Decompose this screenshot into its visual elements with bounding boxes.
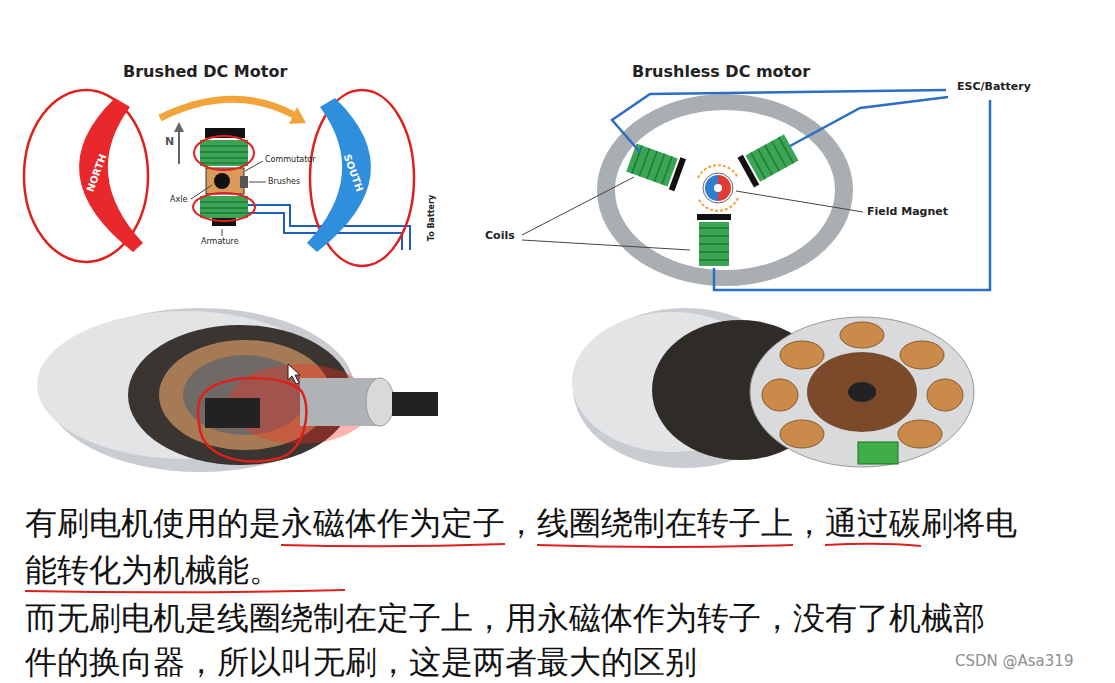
copper-coil [840, 322, 884, 348]
part-label: Armature [201, 237, 239, 247]
copper-coil [927, 379, 963, 411]
magnet-hub [714, 184, 722, 192]
copper-coil [898, 420, 942, 448]
carbon-brush [392, 392, 438, 416]
red-underline [25, 590, 345, 592]
pole-shoe [738, 155, 760, 188]
red-annotation [194, 136, 254, 170]
magnet-node: NORTH [55, 95, 145, 255]
rotation-arrowhead [289, 107, 306, 124]
leader-line [222, 229, 223, 236]
direction-label: N [165, 135, 174, 148]
part-label: ESC/Battery [957, 80, 1031, 93]
magnet-node: SOUTH [305, 95, 395, 255]
hall-connector [858, 442, 898, 464]
part-label: Field Magnet [867, 205, 948, 218]
body-paragraph: 有刷电机使用的是永磁体作为定子，线圈绕制在转子上，通过碳刷将电能转化为机械能。 [25, 500, 1025, 594]
body-paragraph: 而无刷电机是线圈绕制在定子上，用永磁体作为转子，没有了机械部件的换向器，所以叫无… [25, 596, 1005, 683]
panel-heading: Brushed DC Motor [123, 62, 287, 81]
copper-coil [762, 379, 798, 411]
mouse-cursor [288, 364, 300, 384]
stator-ring [597, 94, 853, 286]
coil-windings [699, 228, 729, 260]
copper-coil [780, 341, 824, 369]
north-arrowhead [174, 122, 184, 132]
rotation-arc [698, 165, 738, 178]
commutator-cap [366, 378, 394, 426]
shaft-hole [848, 382, 876, 402]
north-arrow [178, 130, 180, 164]
carbon-brush [205, 398, 260, 428]
leader-line [522, 177, 634, 235]
leader-line [736, 191, 863, 212]
part-label: Commutator [265, 155, 316, 165]
part-label: To Battery [427, 195, 437, 241]
panel-heading: Brushless DC motor [632, 62, 810, 81]
magnet-outline [307, 98, 371, 252]
armature-coil [200, 196, 248, 218]
armature-coil [200, 140, 248, 166]
magnet-outline [79, 98, 143, 252]
part-label: Axle [170, 195, 187, 205]
stator-coil [626, 142, 686, 192]
copper-coil [780, 420, 824, 448]
coil-body [699, 222, 729, 266]
red-annotation [198, 378, 306, 461]
axle [214, 173, 230, 189]
pole-shoe [697, 214, 731, 220]
coil-windings [751, 137, 794, 179]
brush [240, 176, 248, 188]
field-magnet [703, 173, 733, 203]
red-underline [537, 545, 793, 547]
stator-inside [615, 110, 835, 270]
rotation-arrow [160, 99, 294, 118]
coil-body [626, 143, 678, 186]
part-label: Coils [485, 229, 515, 242]
esc-wire [790, 97, 948, 146]
watermark: CSDN @Asa319 [955, 652, 1073, 670]
red-underline [281, 544, 505, 546]
red-underline [825, 544, 921, 546]
leader-line [522, 240, 690, 250]
stator-coil [738, 132, 800, 187]
red-annotation [24, 90, 148, 262]
esc-wire [612, 90, 946, 152]
coil-windings [200, 146, 248, 163]
stator-disk [750, 317, 974, 467]
red-annotation [193, 193, 255, 221]
coil-windings [200, 202, 248, 213]
pole-shoe [669, 157, 686, 191]
stator-coil [697, 214, 731, 266]
commutator [206, 168, 244, 194]
part-label: Brushes [268, 177, 300, 187]
rotor-hub [807, 352, 917, 432]
stator-coils [762, 322, 963, 448]
leader-line [249, 182, 266, 183]
rotation-arc [698, 198, 738, 211]
esc-wire [714, 100, 990, 290]
copper-coil [900, 341, 944, 369]
